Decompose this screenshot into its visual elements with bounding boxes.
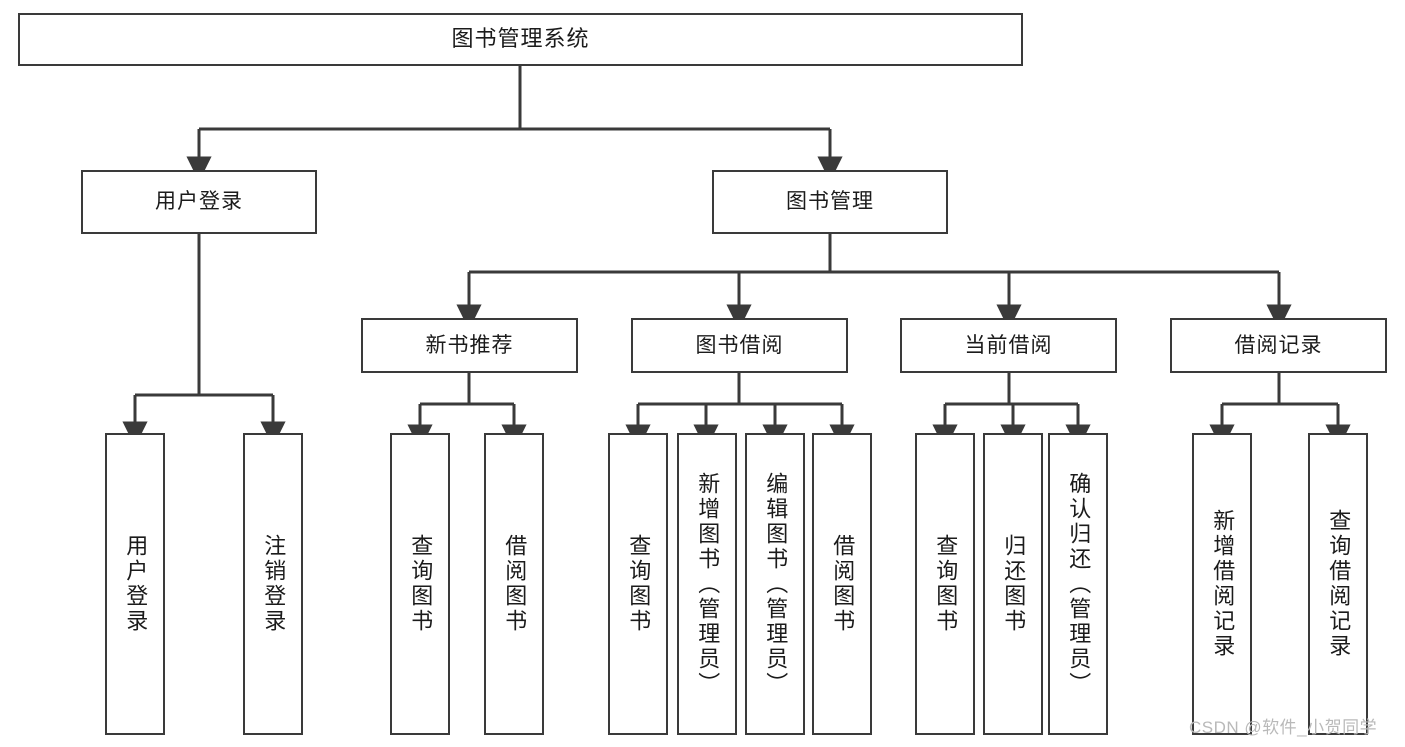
node-label: 借阅记录 — [1234, 333, 1323, 357]
node-label: 借阅图书 — [502, 534, 528, 634]
leaf-book-borrow-borrow-book[interactable]: 借阅图书 — [812, 433, 872, 735]
leaf-book-borrow-add-book-admin[interactable]: 新增图书（管理员） — [677, 433, 737, 735]
node-label: 当前借阅 — [964, 333, 1053, 357]
node-label: 编辑图书（管理员） — [763, 471, 789, 697]
leaf-borrow-record-add-record[interactable]: 新增借阅记录 — [1192, 433, 1252, 735]
node-user-login[interactable]: 用户登录 — [81, 170, 317, 234]
node-label: 图书管理系统 — [451, 26, 590, 52]
node-label: 确认归还（管理员） — [1066, 471, 1092, 697]
node-label: 借阅图书 — [830, 534, 856, 634]
leaf-book-borrow-query-book[interactable]: 查询图书 — [608, 433, 668, 735]
leaf-new-book-borrow-book[interactable]: 借阅图书 — [484, 433, 544, 735]
node-label: 新增图书（管理员） — [695, 471, 721, 697]
node-label: 新增借阅记录 — [1210, 509, 1236, 659]
leaf-current-borrow-query-book[interactable]: 查询图书 — [915, 433, 975, 735]
leaf-user-login-login[interactable]: 用户登录 — [105, 433, 165, 735]
node-new-book-recommend[interactable]: 新书推荐 — [361, 318, 578, 373]
leaf-borrow-record-query-record[interactable]: 查询借阅记录 — [1308, 433, 1368, 735]
node-label: 查询图书 — [408, 534, 434, 634]
csdn-watermark: CSDN @软件_小贺同学 — [1189, 718, 1378, 737]
node-book-borrow[interactable]: 图书借阅 — [631, 318, 848, 373]
node-label: 图书借阅 — [695, 333, 784, 357]
leaf-current-borrow-confirm-return-admin[interactable]: 确认归还（管理员） — [1048, 433, 1108, 735]
node-label: 图书管理 — [786, 190, 874, 214]
node-label: 查询借阅记录 — [1326, 509, 1352, 659]
node-root-book-management-system[interactable]: 图书管理系统 — [18, 13, 1023, 66]
leaf-current-borrow-return-book[interactable]: 归还图书 — [983, 433, 1043, 735]
node-label: 用户登录 — [123, 534, 149, 634]
node-label: 查询图书 — [626, 534, 652, 634]
node-label: 归还图书 — [1001, 534, 1027, 634]
leaf-user-login-logout[interactable]: 注销登录 — [243, 433, 303, 735]
leaf-new-book-query-book[interactable]: 查询图书 — [390, 433, 450, 735]
node-label: 查询图书 — [933, 534, 959, 634]
node-current-borrow[interactable]: 当前借阅 — [900, 318, 1117, 373]
node-label: 用户登录 — [155, 190, 243, 214]
node-label: 新书推荐 — [425, 333, 514, 357]
node-label: 注销登录 — [261, 534, 287, 634]
leaf-book-borrow-edit-book-admin[interactable]: 编辑图书（管理员） — [745, 433, 805, 735]
node-book-management[interactable]: 图书管理 — [712, 170, 948, 234]
node-borrow-record[interactable]: 借阅记录 — [1170, 318, 1387, 373]
